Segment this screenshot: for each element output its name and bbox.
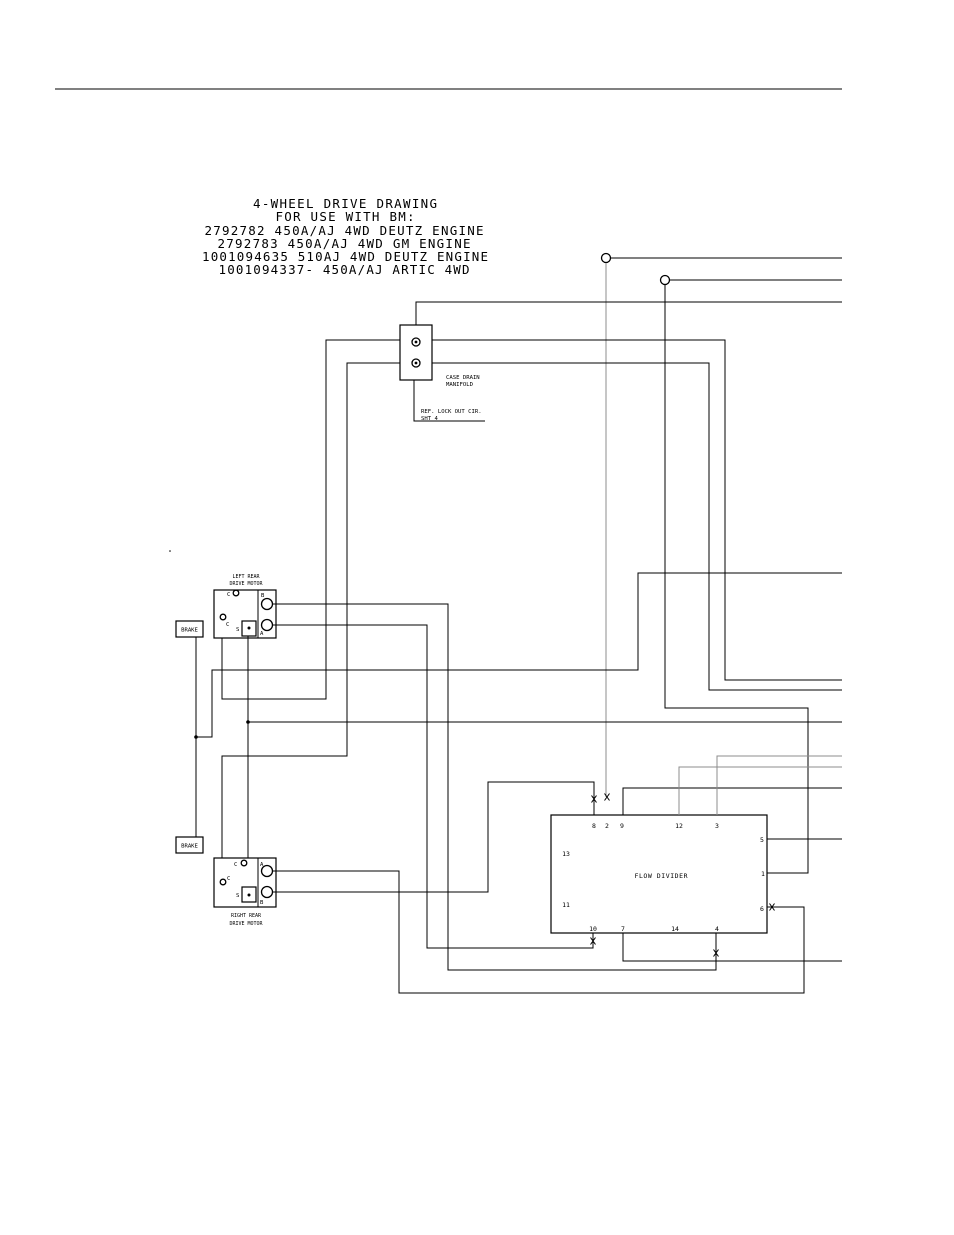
flow-divider-port-8-label: 8 [592, 822, 596, 830]
plug-marker-port-2 [604, 793, 610, 801]
title-line-6: 1001094337- 450A/AJ ARTIC 4WD [219, 262, 470, 277]
right-motor-port-a-label: A [260, 862, 264, 868]
flow-divider-port-6-label: 6 [760, 905, 764, 913]
right-motor-port-c-top-label: C [234, 862, 237, 868]
left-motor-port-s [247, 626, 251, 630]
title-line-4: 2792783 450A/AJ 4WD GM ENGINE [218, 236, 471, 251]
left-rear-drive-motor: LEFT REAR DRIVE MOTOR C C B A S [213, 574, 277, 639]
manifold-body [399, 324, 433, 381]
flow-divider-port-4-label: 4 [715, 925, 719, 933]
flow-divider-port-2-label: 2 [605, 822, 609, 830]
right-motor-port-c-side [219, 878, 227, 886]
left-motor-port-a [260, 618, 274, 632]
hydraulic-line-port-9-outlet [622, 787, 842, 815]
title-line-3: 2792782 450A/AJ 4WD DEUTZ ENGINE [205, 223, 484, 238]
hydraulic-line-brake-outlet [196, 572, 842, 738]
flow-divider-port-11-label: 11 [562, 901, 570, 909]
right-motor-label-line-2: DRIVE MOTOR [229, 921, 263, 927]
hydraulic-line-left-motor-a-to-port-10 [273, 624, 594, 949]
flow-divider-port-7-label: 7 [621, 925, 625, 933]
flow-divider: FLOW DIVIDER 8 2 9 12 3 13 5 1 11 6 10 7… [550, 814, 768, 934]
title-line-5: 1001094635 510AJ 4WD DEUTZ ENGINE [202, 249, 488, 264]
brake-lower-label: BRAKE [181, 844, 198, 850]
right-motor-port-c-side-label: C [227, 876, 230, 882]
stray-mark [169, 550, 171, 552]
hydraulic-line-port-7-outlet [622, 933, 842, 962]
plug-marker-port-10 [590, 937, 596, 945]
right-motor-port-b [260, 885, 274, 899]
flow-divider-port-10-label: 10 [589, 925, 597, 933]
connection-circle-lower [659, 274, 671, 286]
hydraulic-line-manifold-to-left-motor-c [221, 339, 400, 700]
plug-marker-port-8 [591, 795, 597, 803]
hydraulic-line-manifold-supply [415, 301, 842, 325]
right-rear-drive-motor: C C A B S RIGHT REAR DRIVE MOTOR [213, 857, 277, 927]
case-drain-manifold: CASE DRAIN MANIFOLD [399, 324, 480, 388]
flow-divider-port-3-label: 3 [715, 822, 719, 830]
flow-divider-port-9-label: 9 [620, 822, 624, 830]
flow-divider-port-12-label: 12 [675, 822, 683, 830]
hydraulic-line-manifold-upper-outlet [432, 339, 842, 681]
manifold-port-upper-center [414, 340, 418, 344]
left-motor-label-line-2: DRIVE MOTOR [229, 581, 263, 587]
left-motor-port-c-top-label: C [227, 592, 230, 598]
hydraulic-line-to-port-1 [664, 285, 809, 874]
left-motor-port-c-side [219, 613, 227, 621]
reference-note-line-1: REF. LOCK OUT CIR. [421, 409, 482, 415]
plug-marker-port-6 [769, 903, 775, 911]
hydraulic-line-manifold-lower-outlet [432, 362, 842, 691]
right-motor-port-s [247, 893, 251, 897]
brake-lower-box [175, 836, 204, 854]
flow-divider-label: FLOW DIVIDER [635, 872, 688, 880]
hydraulic-line-right-motor-a-to-port-6 [273, 870, 805, 994]
title-block: 4-WHEEL DRIVE DRAWING FOR USE WITH BM: 2… [202, 196, 488, 277]
flow-divider-port-13-label: 13 [562, 850, 570, 858]
right-motor-label-line-1: RIGHT REAR [231, 913, 262, 919]
flow-divider-port-1-label: 1 [761, 870, 765, 878]
right-motor-port-a [260, 864, 274, 878]
brake-upper-label: BRAKE [181, 628, 198, 634]
flow-divider-port-5-label: 5 [760, 836, 764, 844]
manifold-label-line-1: CASE DRAIN [446, 375, 480, 381]
left-motor-port-s-label: S [236, 627, 239, 633]
left-motor-port-b-label: B [261, 593, 265, 599]
connection-circle-upper [600, 252, 612, 264]
title-line-2: FOR USE WITH BM: [276, 209, 415, 224]
reference-note-line-2: SHT 4 [421, 416, 438, 422]
flow-divider-port-14-label: 14 [671, 925, 679, 933]
hydraulic-line-port-3-outlet [716, 755, 842, 815]
brake-upper-box [175, 620, 204, 638]
left-motor-port-c-top [232, 589, 240, 597]
reference-leader-line [413, 380, 485, 422]
right-motor-port-s-label: S [236, 893, 239, 899]
title-line-1: 4-WHEEL DRIVE DRAWING [253, 196, 437, 211]
manifold-port-lower-center [414, 361, 418, 365]
manifold-label-line-2: MANIFOLD [446, 382, 474, 388]
left-motor-port-a-label: A [260, 631, 264, 637]
hydraulic-line-right-motor-b-to-port-8 [273, 781, 595, 893]
right-motor-port-b-label: B [260, 900, 264, 906]
left-motor-label-line-1: LEFT REAR [232, 574, 260, 580]
right-motor-port-c-top [240, 859, 248, 867]
hydraulic-line-manifold-to-right-motor-c [221, 362, 400, 879]
brake-lower: BRAKE [175, 836, 204, 854]
plug-marker-port-4 [713, 949, 719, 957]
left-motor-port-c-side-label: C [226, 622, 229, 628]
brake-upper: BRAKE [175, 620, 204, 638]
hydraulic-line-left-motor-b-to-port-4 [273, 603, 717, 971]
left-motor-port-b [260, 597, 274, 611]
hydraulic-line-port-12-outlet [678, 766, 842, 815]
flow-divider-body [550, 814, 768, 934]
